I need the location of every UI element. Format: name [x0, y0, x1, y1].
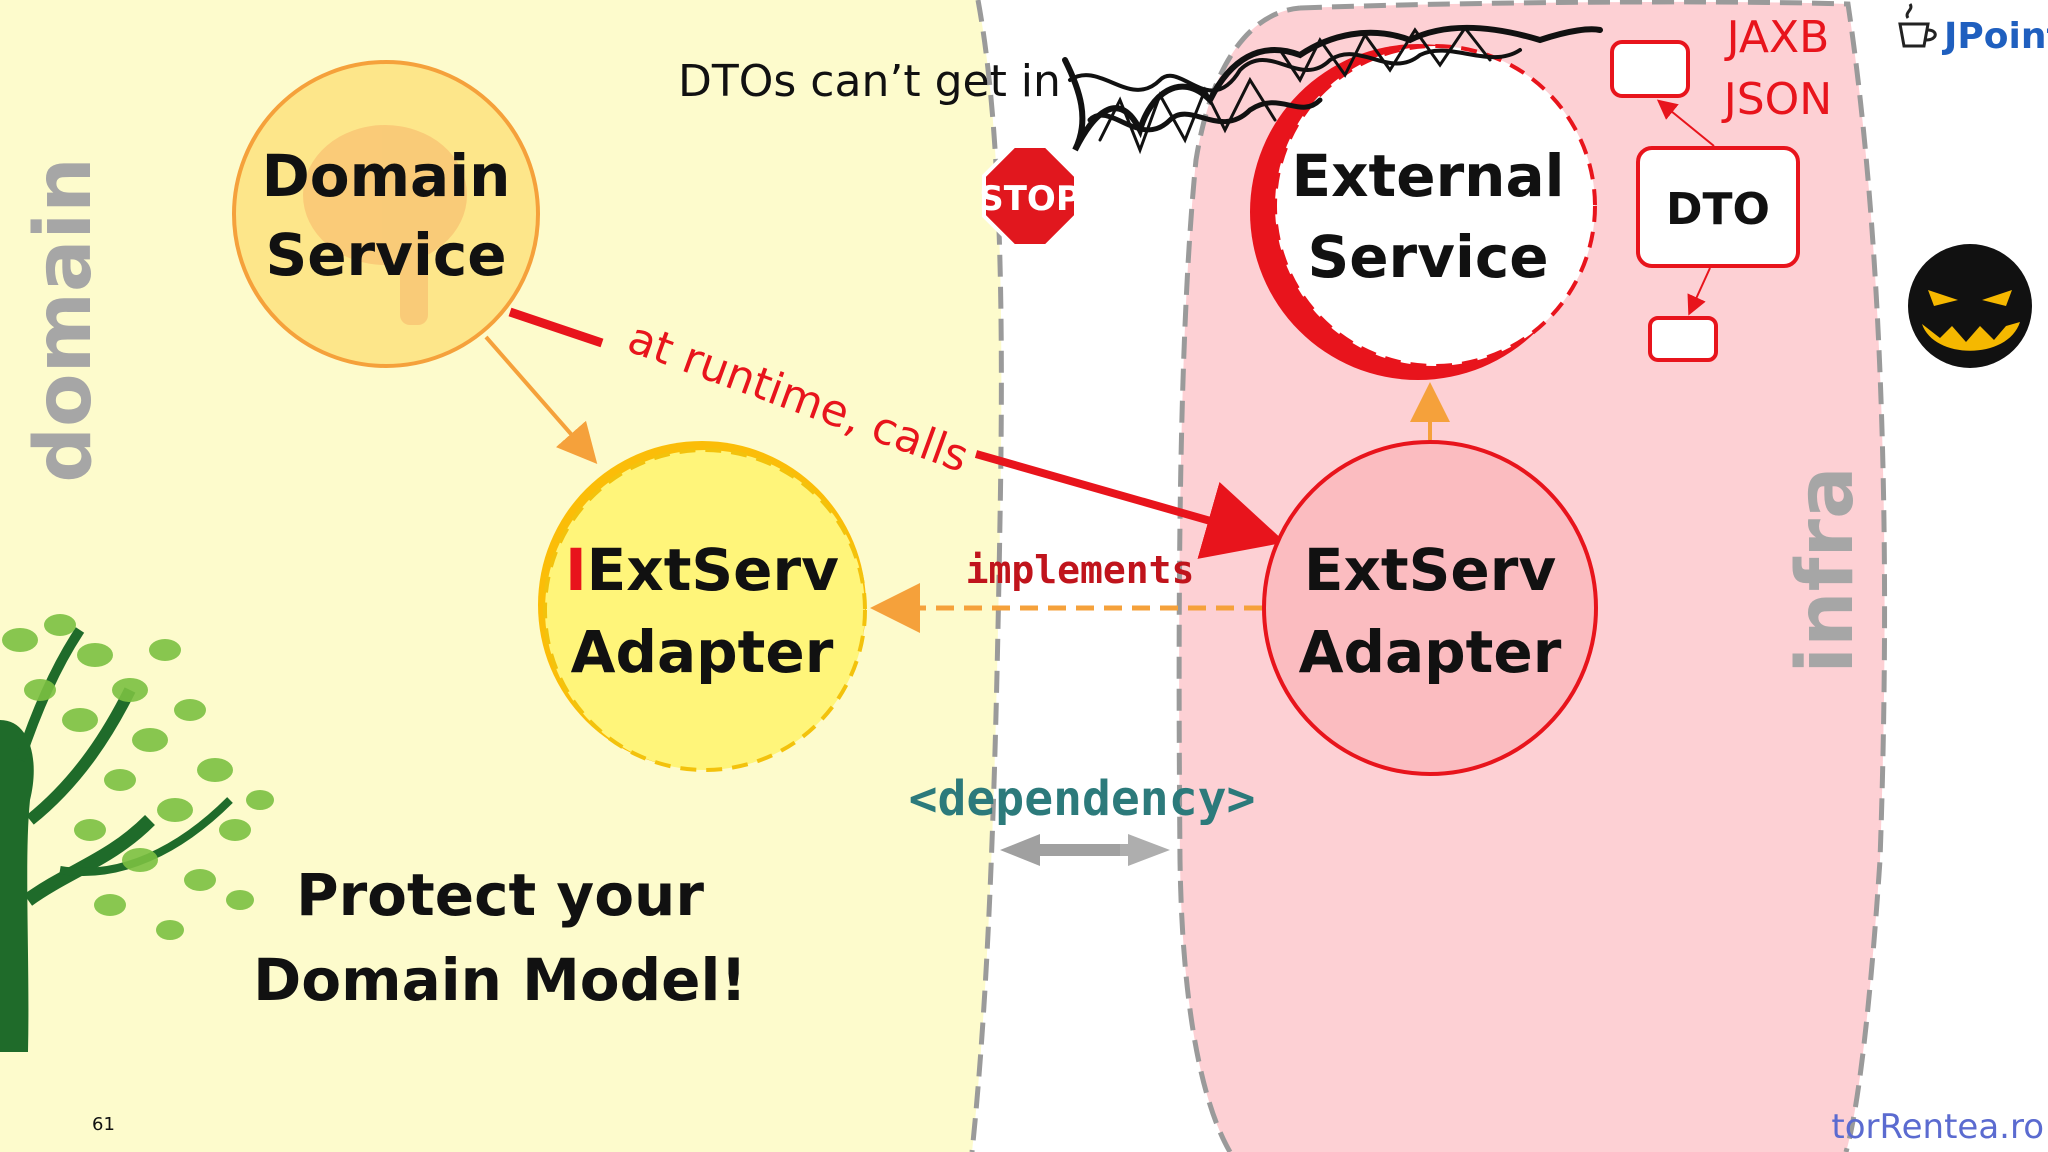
iextserv-adapter-node: IExtServ Adapter [538, 441, 867, 772]
dtos-note: DTOs can’t get in [678, 56, 1061, 107]
extserv-label-line1: ExtServ [1304, 536, 1556, 604]
coffee-cup-icon [1898, 3, 1937, 48]
external-service-label-line1: External [1291, 142, 1564, 210]
dto-label: DTO [1666, 184, 1770, 235]
dependency-label: <dependency> [909, 771, 1256, 827]
domain-zone-label: domain [19, 157, 109, 483]
external-service-node: External Service [1250, 44, 1597, 380]
footer-site: torRentea.ro [1831, 1107, 2044, 1147]
infra-zone-border [1176, 0, 1888, 1152]
format-jaxb: JAXB [1724, 12, 1830, 63]
pumpkin-face-icon [1908, 244, 2032, 368]
upper-model-box [1610, 40, 1690, 98]
stop-sign: STOP [979, 144, 1081, 248]
slide-number: 61 [92, 1114, 115, 1135]
runtime-call-edge-start [508, 307, 604, 348]
brain-icon [303, 125, 467, 325]
stop-sign-label: STOP [979, 179, 1081, 219]
iextserv-label-line2: Adapter [571, 618, 834, 686]
iextserv-name: ExtServ [587, 536, 839, 604]
external-service-label-line2: Service [1307, 223, 1548, 291]
uses-edge [484, 335, 598, 465]
extserv-adapter-node: ExtServ Adapter [1262, 440, 1598, 776]
brand-name: JPoint [1941, 16, 2048, 57]
runtime-call-edge [974, 450, 1286, 559]
tagline-line1: Protect your [296, 861, 704, 929]
domain-zone-border [969, 0, 1004, 1152]
infra-zone-label: infra [1781, 466, 1871, 673]
domain-service-label-line2: Service [265, 221, 506, 289]
domain-service-label-line1: Domain [262, 142, 511, 210]
iextserv-label-line1: IExtServ [565, 536, 839, 604]
scribble-barrier [1062, 24, 1603, 155]
dto-mapping-diagram: DTO [1610, 40, 1800, 362]
format-json: JSON [1721, 74, 1832, 125]
dto-box [1636, 146, 1800, 268]
lower-model-box [1648, 316, 1718, 362]
tagline-line2: Domain Model! [253, 946, 747, 1014]
domain-service-node: Domain Service [232, 60, 540, 368]
dependency-arrow [1000, 834, 1170, 866]
implements-label: implements [966, 548, 1195, 592]
interface-prefix: I [565, 536, 587, 604]
tree-illustration [0, 614, 274, 1052]
jpoint-logo: JPoint [1898, 3, 2048, 57]
extserv-label-line2: Adapter [1299, 618, 1562, 686]
domain-zone [0, 0, 1002, 1152]
